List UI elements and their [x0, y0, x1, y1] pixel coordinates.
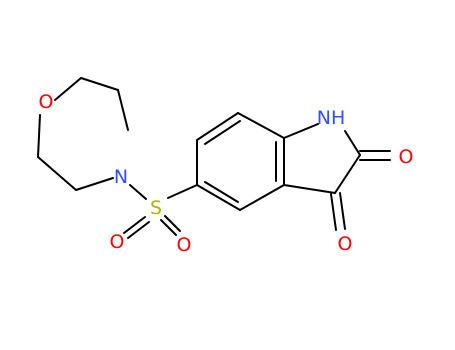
bond	[204, 120, 241, 145]
nitrogen-atom-label: N	[114, 166, 128, 188]
bond	[117, 89, 129, 131]
bond	[37, 114, 41, 158]
bond	[80, 77, 119, 91]
bond	[237, 112, 285, 139]
bond	[167, 184, 198, 199]
morpholine-ring	[37, 77, 129, 191]
bond	[339, 192, 346, 230]
bond	[330, 193, 337, 231]
oxygen-atom-label: O	[110, 231, 125, 253]
oxygen-atom-label: O	[338, 233, 353, 255]
bond	[283, 184, 336, 194]
bond	[344, 130, 361, 156]
oxygen-atom-label: O	[39, 91, 54, 113]
oxygen-atom-label: O	[177, 234, 192, 256]
benzene-ring	[196, 112, 285, 211]
bond	[123, 216, 146, 234]
bond	[239, 184, 285, 211]
sulfur-atom-label: S	[150, 197, 162, 219]
bond	[196, 184, 241, 211]
bond	[283, 123, 319, 139]
bond	[164, 215, 181, 232]
oxygen-atom-label: O	[399, 146, 414, 168]
bond	[127, 221, 150, 239]
sulfonyl-group	[123, 184, 198, 239]
lactam-ring	[283, 123, 391, 231]
bond	[37, 156, 77, 191]
bond	[204, 181, 239, 203]
nh-atom-label: NH	[317, 107, 346, 129]
bond	[334, 154, 361, 194]
bond	[129, 184, 147, 200]
bond	[54, 77, 82, 101]
bond	[75, 177, 114, 191]
bond	[196, 112, 239, 141]
bond	[160, 219, 177, 236]
